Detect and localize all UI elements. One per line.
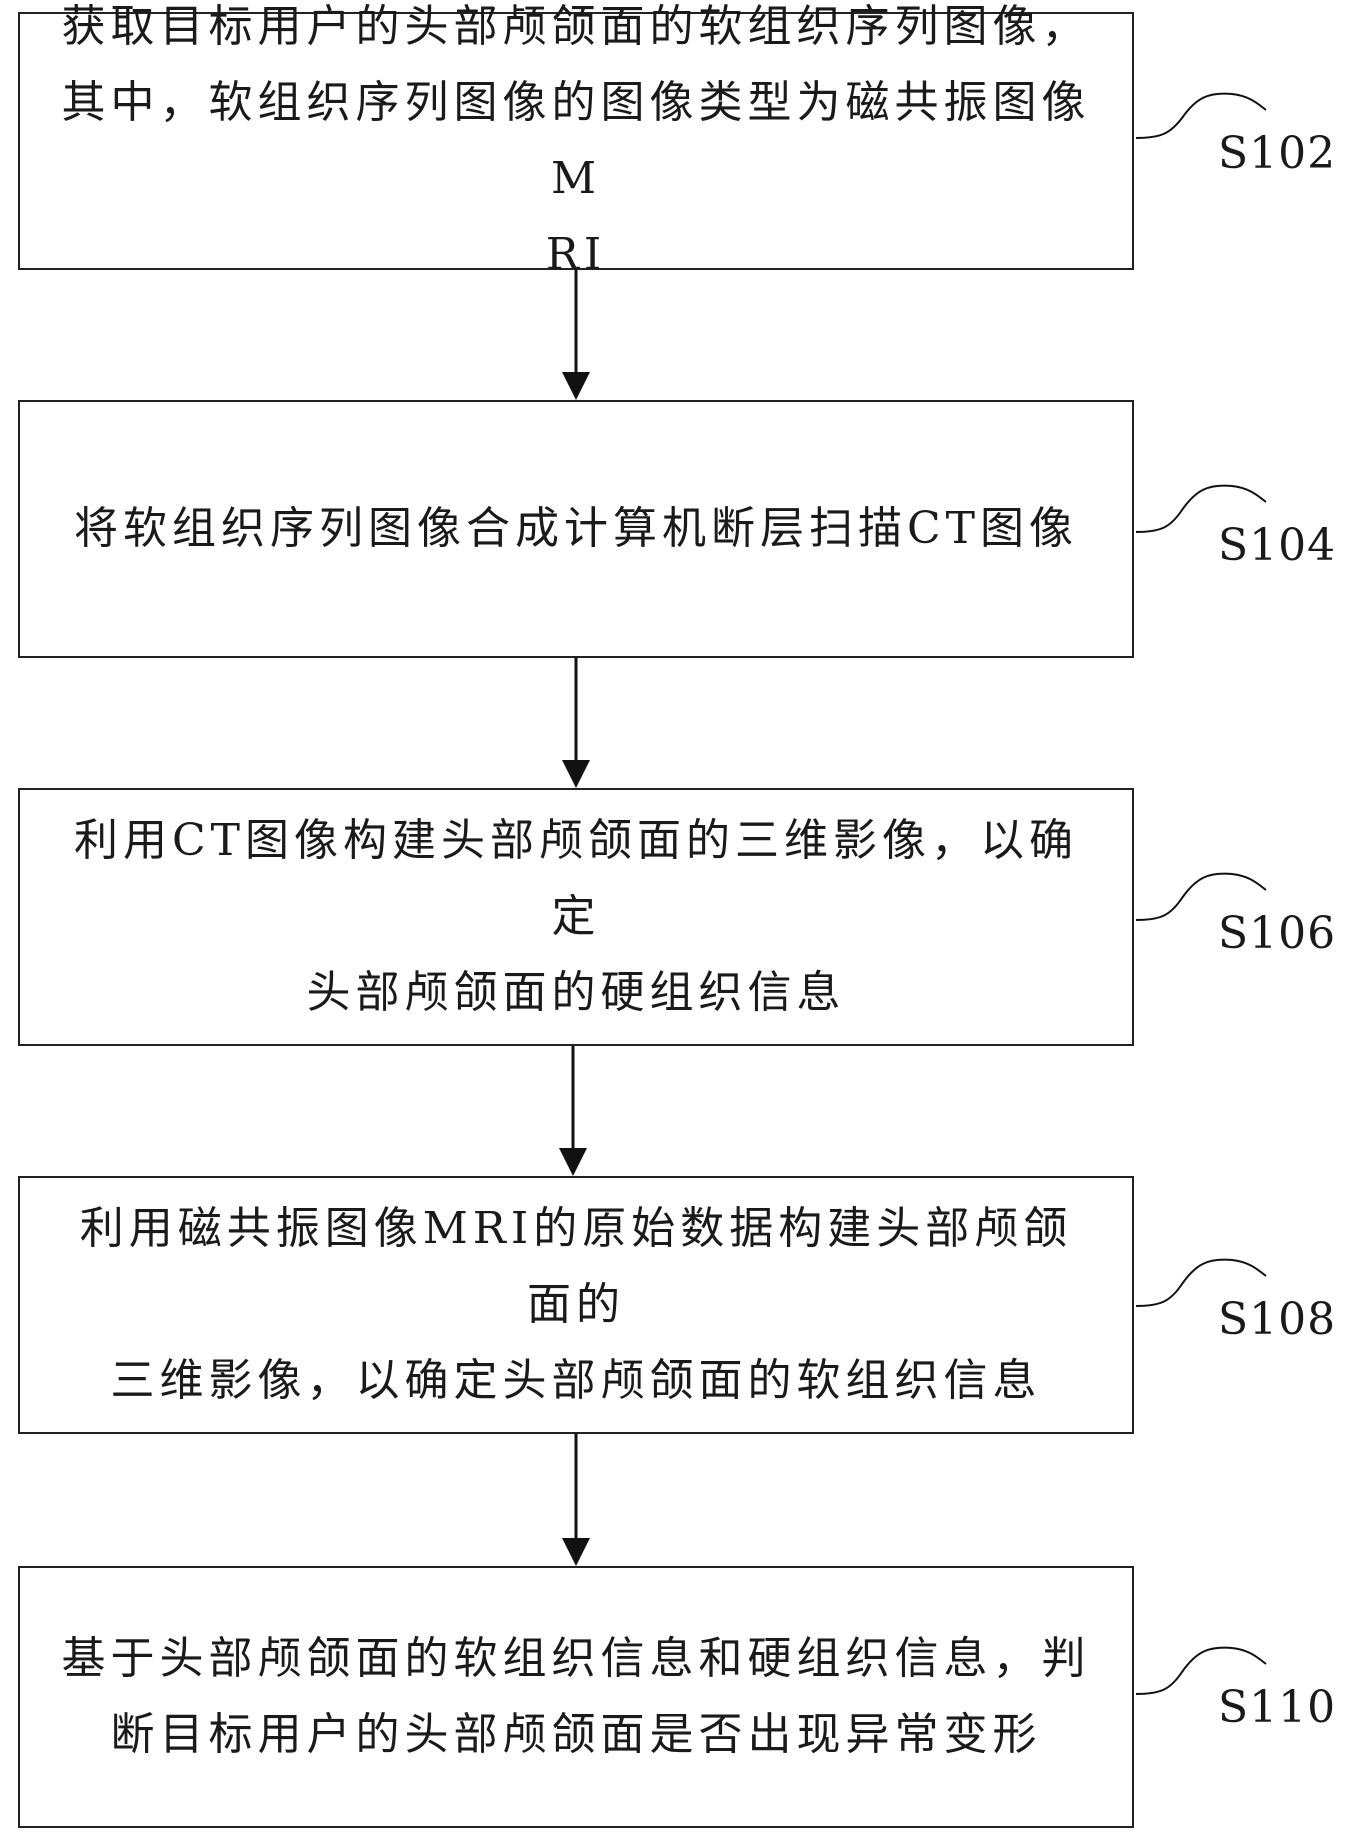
leader-line-s108 bbox=[1135, 1258, 1267, 1307]
step-box-s104: 将软组织序列图像合成计算机断层扫描CT图像 bbox=[18, 400, 1134, 658]
step-label-s104: S104 bbox=[1218, 520, 1337, 571]
leader-line-s110 bbox=[1135, 1646, 1267, 1695]
leader-line-s104 bbox=[1135, 484, 1267, 533]
leader-line-s102 bbox=[1135, 92, 1267, 139]
step-text-s106: 利用CT图像构建头部颅颌面的三维影像，以确定 头部颅颌面的硬组织信息 bbox=[73, 815, 1078, 1018]
leader-line-s106 bbox=[1135, 872, 1267, 921]
step-text-s102: 获取目标用户的头部颅颌面的软组织序列图像， 其中，软组织序列图像的图像类型为磁共… bbox=[61, 1, 1091, 280]
flow-arrow-4 bbox=[562, 1434, 590, 1566]
step-box-s102: 获取目标用户的头部颅颌面的软组织序列图像， 其中，软组织序列图像的图像类型为磁共… bbox=[18, 1, 1134, 280]
step-box-s106: 利用CT图像构建头部颅颌面的三维影像，以确定 头部颅颌面的硬组织信息 bbox=[18, 788, 1134, 1046]
step-label-s108: S108 bbox=[1218, 1294, 1337, 1345]
flow-arrow-3 bbox=[559, 1046, 587, 1176]
step-box-s108: 利用磁共振图像MRI的原始数据构建头部颅颌面的 三维影像，以确定头部颅颌面的软组… bbox=[18, 1176, 1134, 1434]
step-text-s110: 基于头部颅颌面的软组织信息和硬组织信息，判 断目标用户的头部颅颌面是否出现异常变… bbox=[61, 1633, 1091, 1760]
step-label-s102: S102 bbox=[1218, 128, 1337, 179]
step-label-s106: S106 bbox=[1218, 908, 1337, 959]
step-label-s110: S110 bbox=[1218, 1682, 1337, 1733]
flow-arrow-2 bbox=[562, 658, 590, 788]
step-text-s108: 利用磁共振图像MRI的原始数据构建头部颅颌面的 三维影像，以确定头部颅颌面的软组… bbox=[79, 1203, 1073, 1406]
step-text-s104: 将软组织序列图像合成计算机断层扫描CT图像 bbox=[73, 503, 1078, 554]
step-box-s110: 基于头部颅颌面的软组织信息和硬组织信息，判 断目标用户的头部颅颌面是否出现异常变… bbox=[18, 1566, 1134, 1828]
flow-arrow-1 bbox=[562, 270, 590, 400]
